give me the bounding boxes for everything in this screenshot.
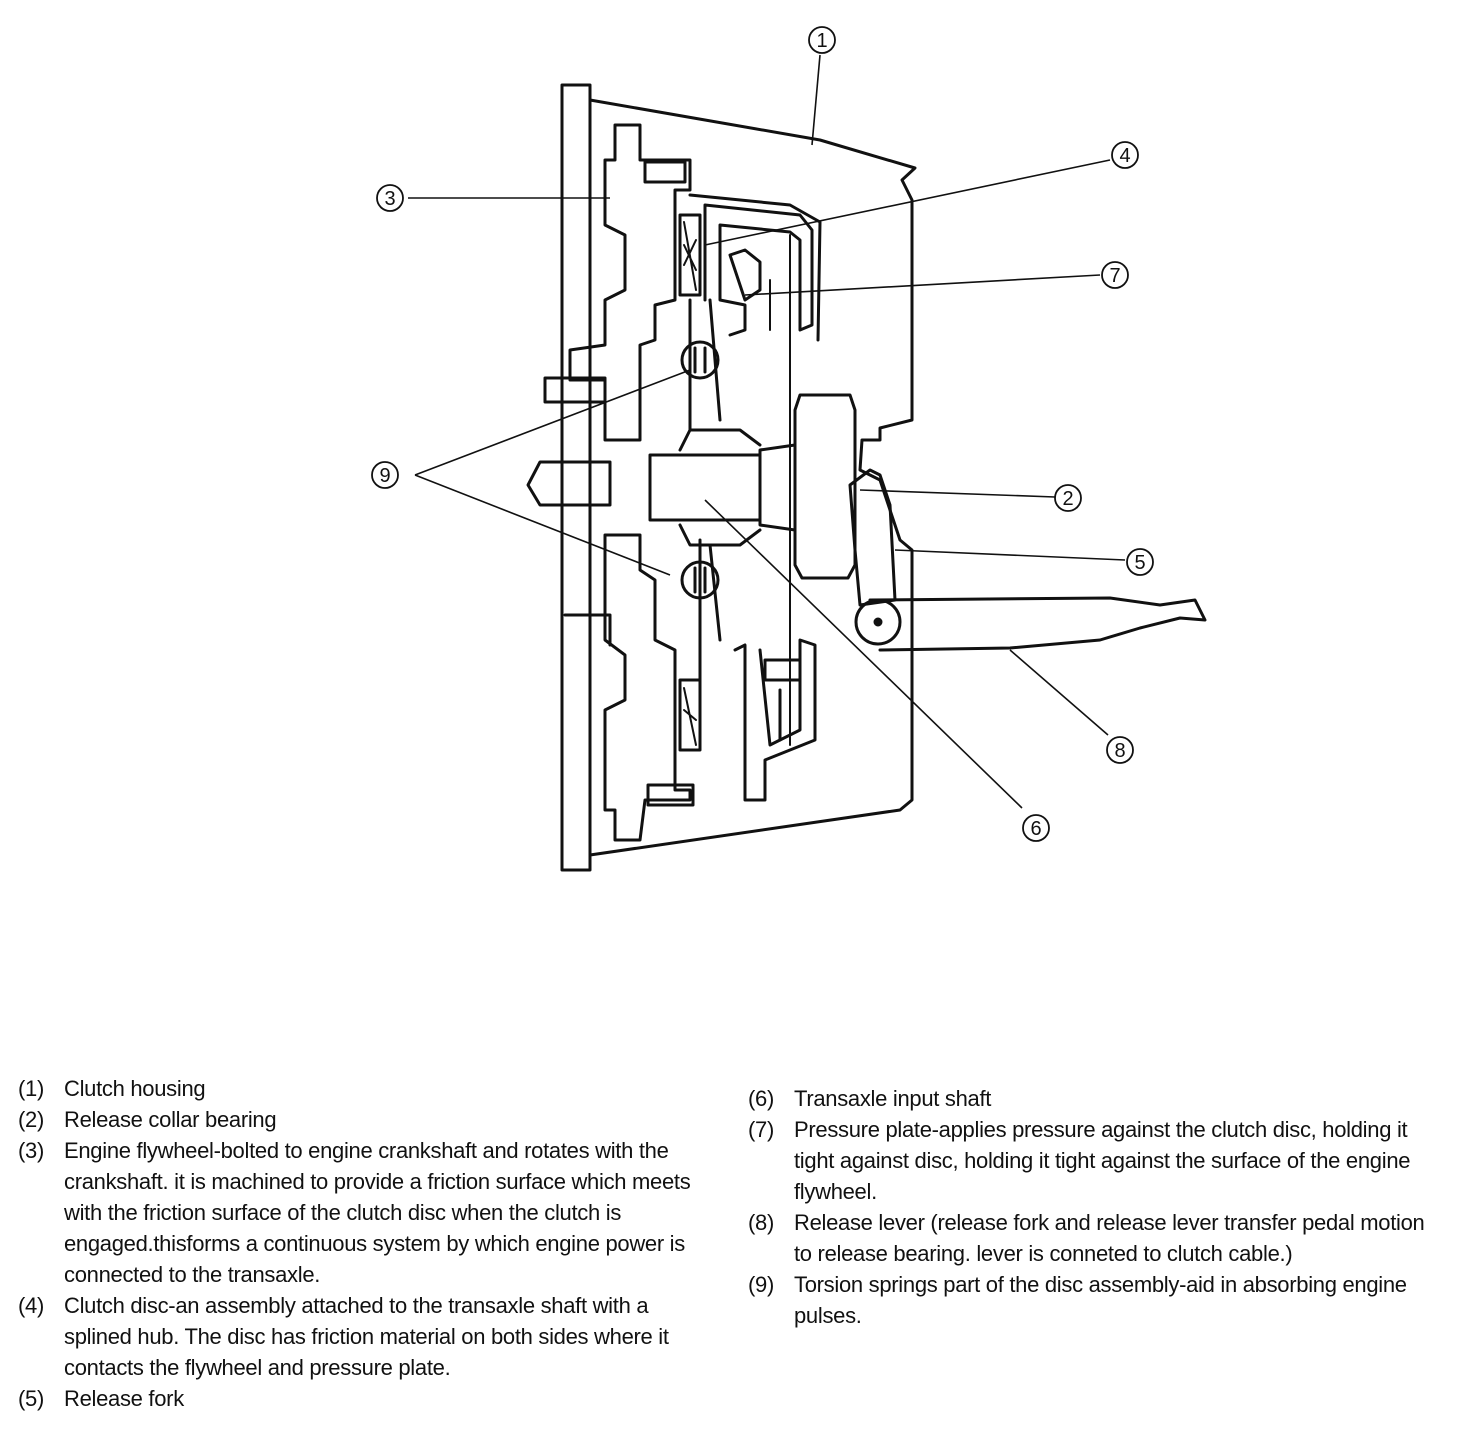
legend-left-column: (1) Clutch housing (2) Release collar be… bbox=[18, 1073, 718, 1414]
clutch-disc-friction-lower bbox=[678, 678, 702, 752]
legend-number: (5) bbox=[18, 1386, 44, 1411]
legend-number: (8) bbox=[748, 1210, 774, 1235]
callout-5-circle bbox=[1126, 548, 1154, 576]
callout-8: 8 bbox=[1114, 740, 1125, 762]
callout-9: 9 bbox=[379, 465, 390, 487]
release-fork bbox=[848, 468, 897, 607]
callout-1-circle bbox=[808, 26, 836, 54]
legend-item: (4) Clutch disc-an assembly attached to … bbox=[18, 1290, 718, 1383]
release-bearing-hub bbox=[758, 443, 797, 532]
legend-item: (6) Transaxle input shaft bbox=[748, 1083, 1448, 1114]
callout-3: 3 bbox=[384, 188, 395, 210]
callout-9-circle bbox=[371, 461, 399, 489]
clutch-disc-friction-upper bbox=[678, 213, 702, 297]
callout-7: 7 bbox=[1109, 265, 1120, 287]
legend-text: Transaxle input shaft bbox=[794, 1086, 992, 1111]
clutch-housing bbox=[560, 83, 917, 872]
legend-number: (1) bbox=[18, 1076, 44, 1101]
flywheel-lower bbox=[603, 533, 692, 842]
legend-text: Engine flywheel-bolted to engine cranksh… bbox=[64, 1138, 691, 1287]
legend-number: (3) bbox=[18, 1138, 44, 1163]
release-collar-bearing bbox=[793, 393, 857, 580]
callout-8-circle bbox=[1106, 736, 1134, 764]
legend-item: (7) Pressure plate-applies pressure agai… bbox=[748, 1114, 1448, 1207]
legend-number: (6) bbox=[748, 1086, 774, 1111]
legend-text: Release collar bearing bbox=[64, 1107, 277, 1132]
legend-text: Clutch housing bbox=[64, 1076, 206, 1101]
legend-text: Release fork bbox=[64, 1386, 184, 1411]
legend-number: (7) bbox=[748, 1117, 774, 1142]
callout-4: 4 bbox=[1119, 145, 1130, 167]
callout-6: 6 bbox=[1030, 818, 1041, 840]
pilot-bolt bbox=[543, 376, 607, 404]
legend-item: (9) Torsion springs part of the disc ass… bbox=[748, 1269, 1448, 1331]
clutch-disc-plate bbox=[688, 298, 722, 682]
legend-item: (1) Clutch housing bbox=[18, 1073, 718, 1104]
legend-text: Torsion springs part of the disc assembl… bbox=[794, 1272, 1407, 1328]
flywheel-bolt-upper bbox=[643, 160, 687, 184]
legend-number: (4) bbox=[18, 1293, 44, 1318]
pressure-plate-upper bbox=[703, 203, 814, 337]
callout-5: 5 bbox=[1134, 552, 1145, 574]
callout-6-circle bbox=[1022, 814, 1050, 842]
callout-7-circle bbox=[1101, 261, 1129, 289]
legend-item: (2) Release collar bearing bbox=[18, 1104, 718, 1135]
legend-item: (3) Engine flywheel-bolted to engine cra… bbox=[18, 1135, 718, 1290]
legend-text: Release lever (release fork and release … bbox=[794, 1210, 1425, 1266]
callout-4-circle bbox=[1111, 141, 1139, 169]
callout-3-circle bbox=[376, 184, 404, 212]
release-lever bbox=[868, 596, 1207, 652]
legend-text: Pressure plate-applies pressure against … bbox=[794, 1117, 1411, 1204]
flywheel-bolt-lower bbox=[646, 783, 695, 807]
callout-2-circle bbox=[1054, 484, 1082, 512]
legend-right-column: (6) Transaxle input shaft (7) Pressure p… bbox=[748, 1083, 1448, 1331]
clutch-cross-section-diagram: 1 2 3 4 5 6 7 8 9 bbox=[371, 26, 1207, 872]
legend-number: (2) bbox=[18, 1107, 44, 1132]
pressure-plate-lower bbox=[733, 638, 817, 802]
flywheel-upper bbox=[568, 123, 692, 442]
callout-2: 2 bbox=[1062, 488, 1073, 510]
legend-item: (5) Release fork bbox=[18, 1383, 718, 1414]
torsion-spring-upper bbox=[680, 340, 720, 380]
torsion-spring-lower bbox=[680, 560, 720, 600]
transaxle-input-shaft bbox=[648, 453, 762, 522]
legend-item: (8) Release lever (release fork and rele… bbox=[748, 1207, 1448, 1269]
legend-text: Clutch disc-an assembly attached to the … bbox=[64, 1293, 669, 1380]
input-shaft-nose bbox=[526, 460, 612, 507]
legend-number: (9) bbox=[748, 1272, 774, 1297]
callout-1: 1 bbox=[816, 30, 827, 52]
release-lever-pivot bbox=[854, 598, 902, 646]
